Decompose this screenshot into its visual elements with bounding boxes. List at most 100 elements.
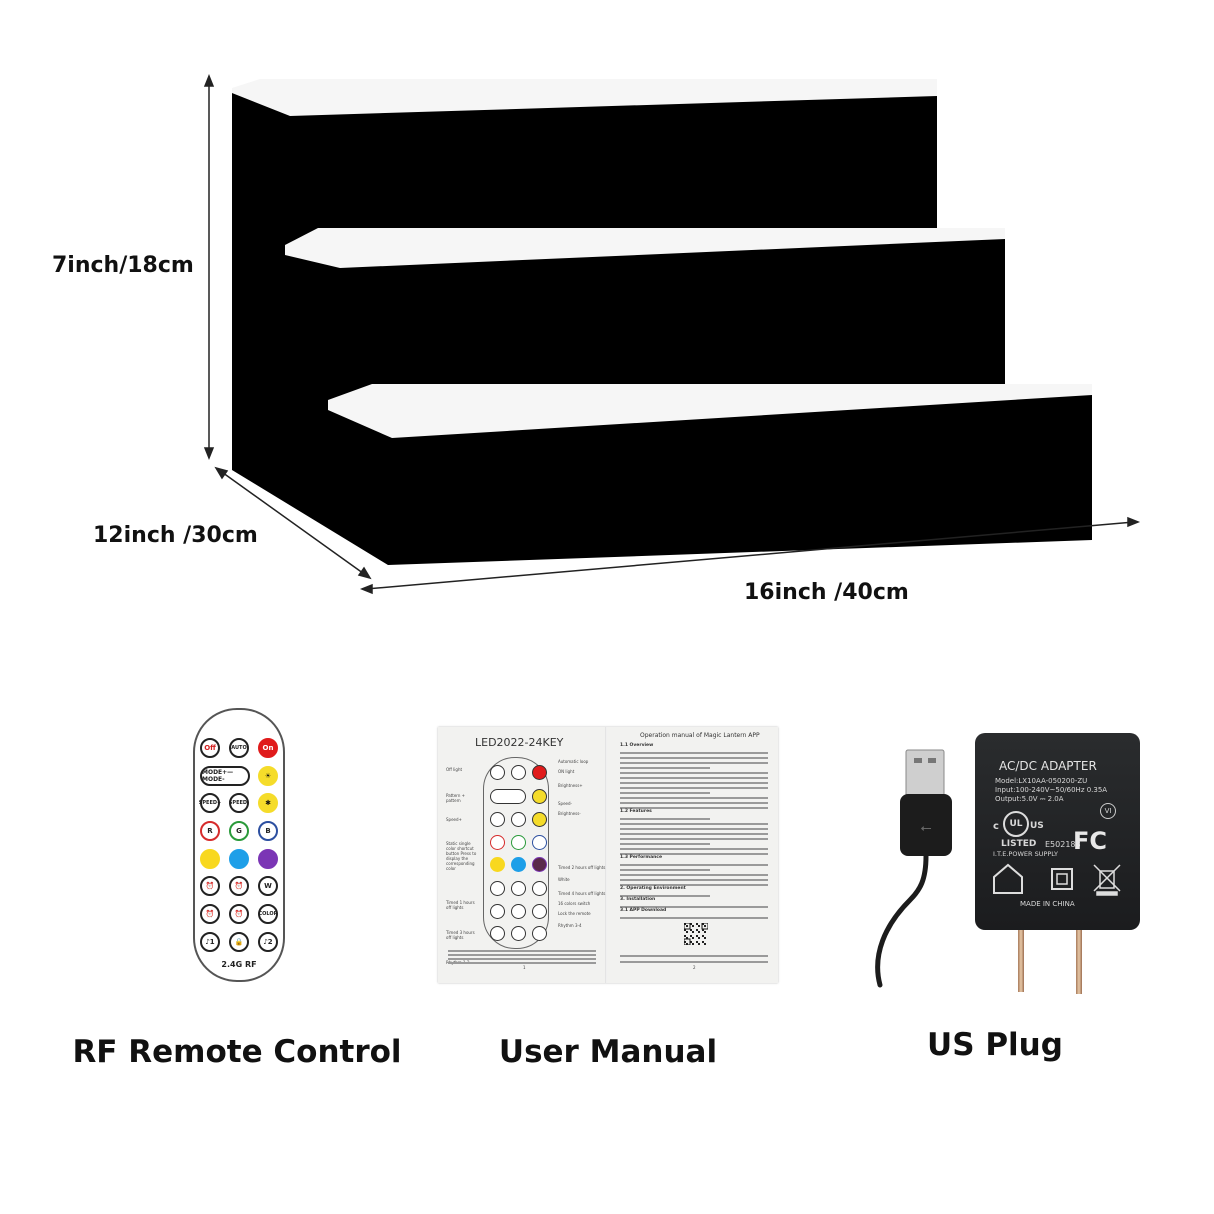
ul-file-number: E502188 bbox=[1045, 840, 1081, 849]
manual-text-line bbox=[620, 818, 710, 820]
manual-remote-button bbox=[490, 789, 526, 804]
manual-remote-button bbox=[511, 835, 526, 850]
remote-button[interactable]: ♪2 bbox=[258, 932, 278, 952]
manual-remote-button bbox=[532, 857, 547, 872]
adapter-output: Output:5.0V ⎓ 2.0A bbox=[995, 795, 1064, 803]
height-dimension-label: 7inch/18cm bbox=[52, 253, 194, 278]
manual-section-heading: 1.1 Overview bbox=[620, 743, 654, 748]
stair-shelf-illustration bbox=[203, 73, 1141, 595]
remote-button[interactable]: On bbox=[258, 738, 278, 758]
manual-callout: ON light bbox=[558, 769, 575, 774]
manual-text-line bbox=[620, 767, 710, 769]
manual-callout: Timed 4 hours off lights bbox=[558, 891, 606, 896]
manual-callout: Static single color shortcut button Pres… bbox=[446, 841, 477, 871]
manual-section-heading: 3. Installation bbox=[620, 897, 656, 902]
fcc-logo: FC bbox=[1073, 827, 1108, 855]
remote-button[interactable]: R bbox=[200, 821, 220, 841]
manual-remote-button bbox=[532, 904, 547, 919]
remote-button[interactable]: 🔒 bbox=[229, 932, 249, 952]
manual-text-line bbox=[620, 823, 768, 825]
manual-text-line bbox=[448, 954, 596, 956]
remote-button[interactable]: ☀ bbox=[258, 766, 278, 786]
manual-callout: Rhythm 3-4 bbox=[558, 923, 582, 928]
remote-button[interactable]: G bbox=[229, 821, 249, 841]
remote-button[interactable]: ✱ bbox=[258, 793, 278, 813]
remote-button[interactable]: SPEED- bbox=[229, 793, 249, 813]
remote-button[interactable] bbox=[200, 849, 220, 869]
ul-logo: UL bbox=[1003, 811, 1029, 837]
manual-text-line bbox=[620, 853, 768, 855]
usb-plug-metal bbox=[905, 749, 945, 797]
manual-text-line bbox=[620, 772, 768, 774]
user-manual: LED2022-24KEY Operation manual of Magic … bbox=[438, 727, 778, 983]
manual-callout: Brightness- bbox=[558, 811, 581, 816]
caption-remote: RF Remote Control bbox=[72, 1034, 402, 1070]
manual-remote-button bbox=[511, 812, 526, 827]
manual-text-line bbox=[620, 757, 768, 759]
manual-callout: Timed 2 hours off lights bbox=[558, 865, 606, 870]
double-insulation-icon bbox=[1051, 868, 1073, 890]
manual-text-line bbox=[620, 961, 768, 963]
rf-label: 2.4G RF bbox=[221, 960, 257, 969]
manual-remote-button bbox=[490, 904, 505, 919]
remote-button[interactable]: ♪1 bbox=[200, 932, 220, 952]
remote-button[interactable]: ⏰ bbox=[200, 904, 220, 924]
remote-button[interactable]: ⏰ bbox=[229, 904, 249, 924]
manual-fold bbox=[605, 727, 607, 983]
manual-text-line bbox=[620, 792, 710, 794]
efficiency-mark: VI bbox=[1100, 803, 1116, 819]
manual-section-heading: 2. Operating Environment bbox=[620, 886, 686, 891]
dimension-lines bbox=[203, 73, 1141, 595]
manual-section-heading: 1.2 Features bbox=[620, 809, 652, 814]
manual-remote-button bbox=[532, 881, 547, 896]
qr-code bbox=[684, 923, 708, 945]
remote-button[interactable]: ⏰ bbox=[200, 876, 220, 896]
manual-text-line bbox=[620, 906, 768, 908]
remote-button[interactable]: MODE+—MODE- bbox=[200, 766, 250, 786]
adapter-origin: MADE IN CHINA bbox=[1020, 900, 1075, 908]
depth-dimension-label: 12inch /30cm bbox=[93, 523, 258, 548]
usb-cable: ⭠ bbox=[875, 749, 952, 988]
caption-manual: User Manual bbox=[498, 1034, 718, 1070]
remote-button[interactable]: W bbox=[258, 876, 278, 896]
page-number-left: 1 bbox=[523, 965, 526, 970]
manual-remote-button bbox=[532, 926, 547, 941]
manual-section-heading: 1.3 Performance bbox=[620, 855, 663, 860]
manual-text-line bbox=[620, 864, 768, 866]
manual-remote-button bbox=[532, 789, 547, 804]
remote-button[interactable]: COLOR bbox=[258, 904, 278, 924]
manual-text-line bbox=[620, 782, 768, 784]
manual-callout: Pattern + pattern bbox=[446, 793, 466, 803]
manual-text-line bbox=[620, 955, 768, 957]
manual-text-line bbox=[448, 962, 596, 964]
manual-callout: Off light bbox=[446, 767, 463, 772]
remote-button[interactable]: ⏰ bbox=[229, 876, 249, 896]
manual-remote-button bbox=[532, 765, 547, 780]
remote-button[interactable] bbox=[229, 849, 249, 869]
manual-text-line bbox=[620, 884, 768, 886]
manual-text-line bbox=[620, 874, 768, 876]
remote-button[interactable]: SPEED+ bbox=[199, 793, 221, 813]
plug-prong-right bbox=[1076, 930, 1082, 994]
manual-right-title: Operation manual of Magic Lantern APP bbox=[640, 732, 760, 739]
caption-plug: US Plug bbox=[927, 1027, 1063, 1063]
remote-button[interactable]: Off bbox=[200, 738, 220, 758]
remote-button[interactable]: B bbox=[258, 821, 278, 841]
manual-section-heading: 3.1 APP Download bbox=[620, 908, 667, 913]
remote-button[interactable]: AUTO bbox=[229, 738, 249, 758]
manual-remote-button bbox=[490, 926, 505, 941]
adapter-title: AC/DC ADAPTER bbox=[999, 759, 1097, 773]
manual-text-line bbox=[620, 777, 768, 779]
remote-button[interactable] bbox=[258, 849, 278, 869]
manual-remote-button bbox=[490, 765, 505, 780]
manual-callout: 16 colors switch bbox=[558, 901, 591, 906]
manual-text-line bbox=[620, 895, 710, 897]
ul-us: US bbox=[1030, 821, 1044, 831]
ul-c: c bbox=[993, 821, 999, 832]
plug-prong-left bbox=[1018, 930, 1024, 992]
ul-listed: LISTED bbox=[1001, 839, 1037, 849]
manual-text-line bbox=[620, 828, 768, 830]
manual-remote-button bbox=[532, 812, 547, 827]
manual-text-line bbox=[620, 838, 768, 840]
